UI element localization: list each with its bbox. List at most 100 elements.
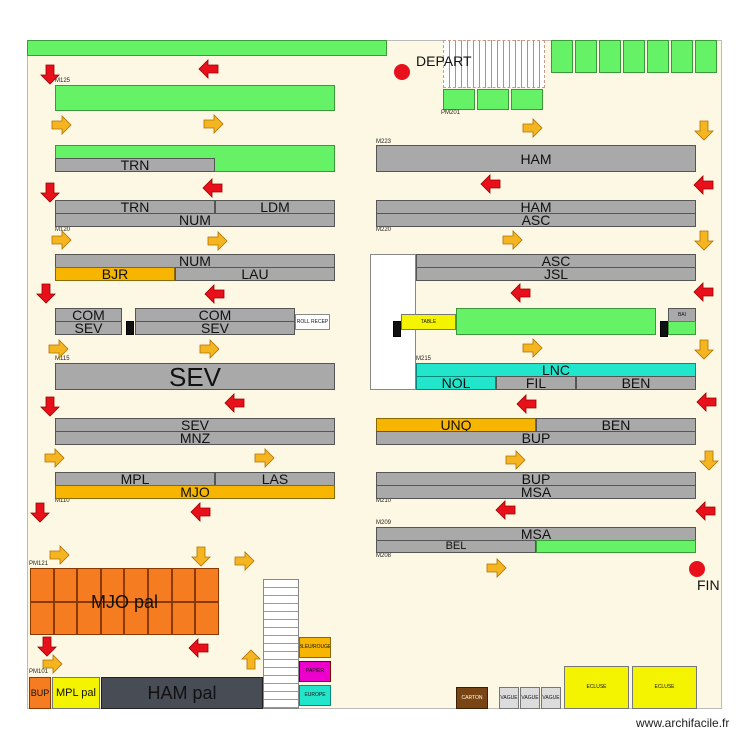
depart-marker bbox=[394, 64, 410, 80]
fin-marker bbox=[689, 561, 705, 577]
mpl-pal: MPL pal bbox=[52, 677, 100, 709]
vague-3: VAGUE bbox=[541, 687, 561, 709]
rack-mjo: MJO bbox=[55, 485, 335, 499]
rack-mnz: MNZ bbox=[55, 431, 335, 445]
roll-recep: ROLL RECEP bbox=[295, 314, 330, 330]
rack-num: NUM bbox=[55, 213, 335, 227]
rack-bjr: BJR bbox=[55, 267, 175, 281]
dock-2 bbox=[575, 40, 597, 73]
flow-arrow-icon bbox=[203, 114, 224, 134]
vague-1: VAGUE bbox=[499, 687, 519, 709]
rack-bel: BEL bbox=[376, 540, 536, 553]
mjo-pallet-cell bbox=[53, 568, 78, 602]
bin-papier: PAPIER bbox=[299, 661, 331, 682]
flow-arrow-icon bbox=[44, 448, 65, 468]
zone-label: PM101 bbox=[29, 669, 49, 675]
flow-arrow-icon bbox=[37, 636, 57, 657]
rack-trn-2: TRN bbox=[55, 200, 215, 214]
rack-asc: ASC bbox=[376, 213, 696, 227]
rack-com: COM bbox=[55, 308, 122, 322]
mjo-pallet-cell bbox=[148, 568, 172, 602]
flow-arrow-icon bbox=[695, 501, 716, 521]
flow-arrow-icon bbox=[198, 59, 219, 79]
mjo-pallet-cell bbox=[148, 601, 172, 635]
rack-bup-2: BUP bbox=[376, 472, 696, 486]
zone-label: M208 bbox=[376, 553, 392, 559]
flow-arrow-icon bbox=[480, 174, 501, 194]
rack-lau: LAU bbox=[175, 267, 335, 281]
flow-arrow-icon bbox=[693, 282, 714, 302]
flow-arrow-icon bbox=[694, 339, 714, 360]
flow-arrow-icon bbox=[254, 448, 275, 468]
flow-arrow-icon bbox=[190, 502, 211, 522]
flow-arrow-icon bbox=[696, 392, 717, 412]
flow-arrow-icon bbox=[202, 178, 223, 198]
rack-jsl: JSL bbox=[416, 267, 696, 281]
rack-ldm: LDM bbox=[215, 200, 335, 214]
post bbox=[126, 321, 134, 335]
rack-com-2: COM bbox=[135, 308, 295, 322]
flow-arrow-icon bbox=[693, 175, 714, 195]
ecluse-1: ECLUSE bbox=[564, 666, 629, 709]
rack-fil: FIL bbox=[496, 376, 576, 390]
bin-europe: EUROPE bbox=[299, 685, 331, 706]
depart-label: DEPART bbox=[416, 53, 472, 69]
vague-2: VAGUE bbox=[520, 687, 540, 709]
flow-arrow-icon bbox=[51, 115, 72, 135]
dock-1 bbox=[551, 40, 573, 73]
rack-bai: BAI bbox=[668, 308, 696, 322]
rack-ben-2: BEN bbox=[536, 418, 696, 432]
mjo-pallet-cell bbox=[195, 601, 219, 635]
post bbox=[660, 321, 668, 337]
flow-arrow-icon bbox=[486, 558, 507, 578]
rack-lnc: LNC bbox=[416, 363, 696, 377]
dock-3 bbox=[599, 40, 621, 73]
flow-arrow-icon bbox=[224, 393, 245, 413]
ham-pal: HAM pal bbox=[101, 677, 263, 709]
green-bay-1 bbox=[443, 89, 475, 110]
zone-label: M110 bbox=[55, 498, 70, 504]
dock-4 bbox=[623, 40, 645, 73]
flow-arrow-icon bbox=[40, 64, 60, 85]
zone-label: PM121 bbox=[29, 561, 49, 567]
zone-label: M210 bbox=[376, 498, 392, 504]
rack-ham-2: HAM bbox=[376, 200, 696, 214]
rack-mpl: MPL bbox=[55, 472, 215, 486]
rack-sev-3: SEV bbox=[55, 418, 335, 432]
flow-arrow-icon bbox=[694, 230, 714, 251]
mjo-pallet-cell bbox=[195, 568, 219, 602]
rack-msa: MSA bbox=[376, 485, 696, 499]
flow-arrow-icon bbox=[48, 339, 69, 359]
bin-carton: CARTON bbox=[456, 687, 488, 709]
dock-5 bbox=[647, 40, 669, 73]
zone-label: M125 bbox=[55, 78, 71, 84]
rack-ben: BEN bbox=[576, 376, 696, 390]
dock-6 bbox=[671, 40, 693, 73]
flow-arrow-icon bbox=[49, 545, 70, 565]
flow-arrow-icon bbox=[516, 394, 537, 414]
green-bay-2 bbox=[477, 89, 509, 110]
flow-arrow-icon bbox=[204, 284, 225, 304]
zone-label: M115 bbox=[55, 356, 70, 362]
flow-arrow-icon bbox=[40, 396, 60, 417]
flow-arrow-icon bbox=[191, 546, 211, 567]
flow-arrow-icon bbox=[30, 502, 50, 523]
zone-label: M120 bbox=[55, 227, 71, 233]
flow-arrow-icon bbox=[502, 230, 523, 250]
staircase bbox=[263, 579, 299, 709]
rack-green-m215 bbox=[456, 308, 656, 335]
rack-bel-green bbox=[536, 540, 696, 553]
flow-arrow-icon bbox=[40, 182, 60, 203]
mjo-pallet-cell bbox=[171, 568, 196, 602]
rack-ham: HAM bbox=[376, 145, 696, 172]
mjo-pallet-cell bbox=[100, 601, 125, 635]
flow-arrow-icon bbox=[505, 450, 526, 470]
rack-bup: BUP bbox=[376, 431, 696, 445]
mjo-pallet-cell bbox=[30, 601, 54, 635]
rack-num-2: NUM bbox=[55, 254, 335, 268]
flow-arrow-icon bbox=[234, 551, 255, 571]
post bbox=[393, 321, 401, 337]
rack-las: LAS bbox=[215, 472, 335, 486]
green-bay-3 bbox=[511, 89, 543, 110]
rack-sev: SEV bbox=[55, 321, 122, 335]
